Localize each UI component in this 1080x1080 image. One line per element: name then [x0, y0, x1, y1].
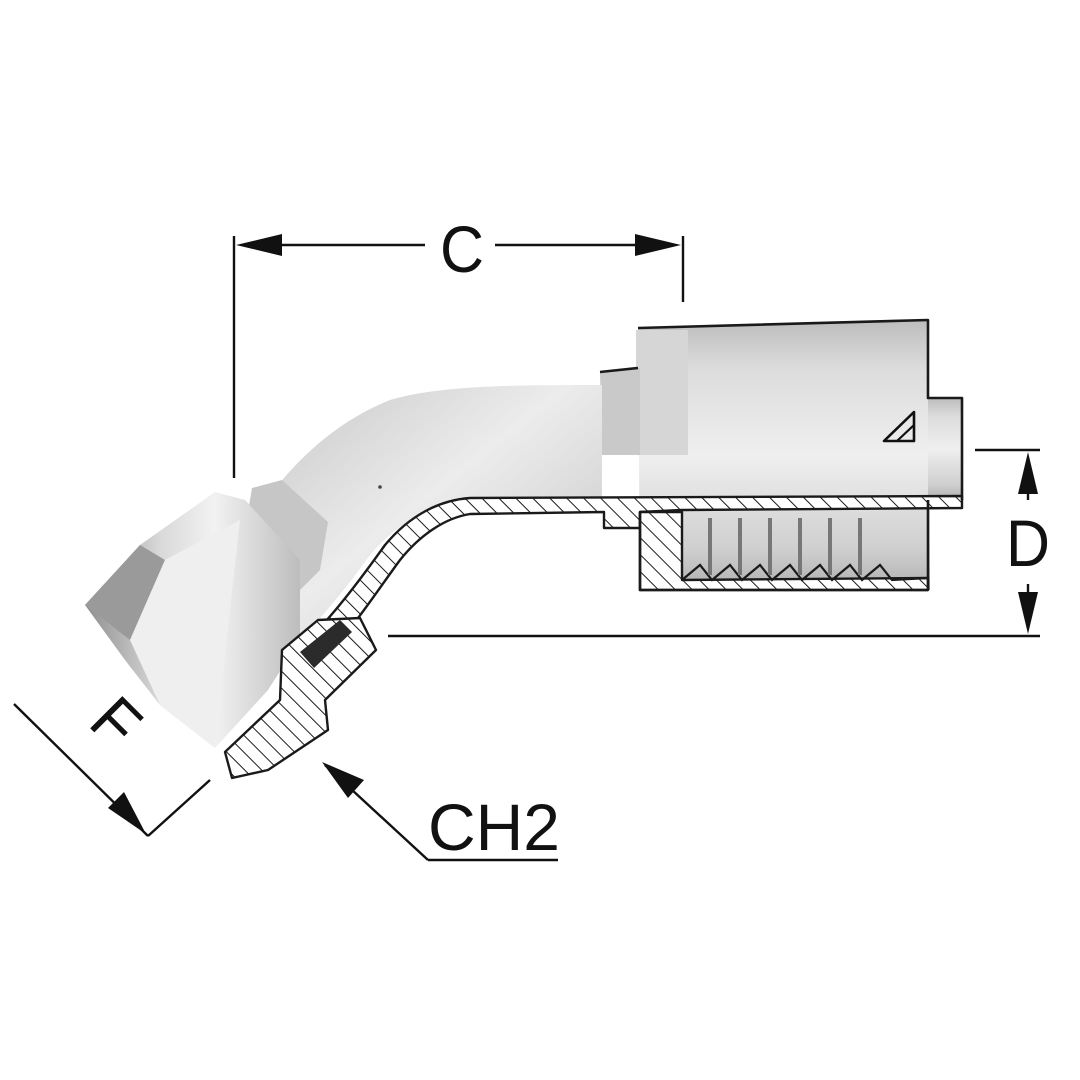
ferrule-ring: [600, 368, 640, 455]
label-c: C: [440, 212, 484, 286]
section-nut: [223, 616, 378, 780]
label-d: D: [1006, 506, 1050, 580]
bent-tube: [268, 385, 602, 650]
insert-barbs: [708, 518, 862, 575]
hose-insert-end: [928, 398, 962, 500]
nut-light-face: [130, 520, 240, 748]
triangle-logo-icon: [882, 410, 916, 443]
label-f: F: [77, 682, 156, 761]
o-ring-seal: [300, 620, 352, 668]
fitting-body: [85, 318, 964, 780]
fitting-outline: [599, 318, 964, 592]
ferrule-step: [636, 330, 688, 455]
sleeve-teeth: [681, 563, 929, 582]
nut-dark-face: [85, 545, 165, 640]
surface-dot: [378, 485, 382, 489]
label-ch2: CH2: [428, 790, 560, 864]
dimension-d: D: [388, 448, 1050, 638]
leader-ch2: CH2: [322, 762, 560, 864]
dimension-c: C: [232, 212, 685, 478]
